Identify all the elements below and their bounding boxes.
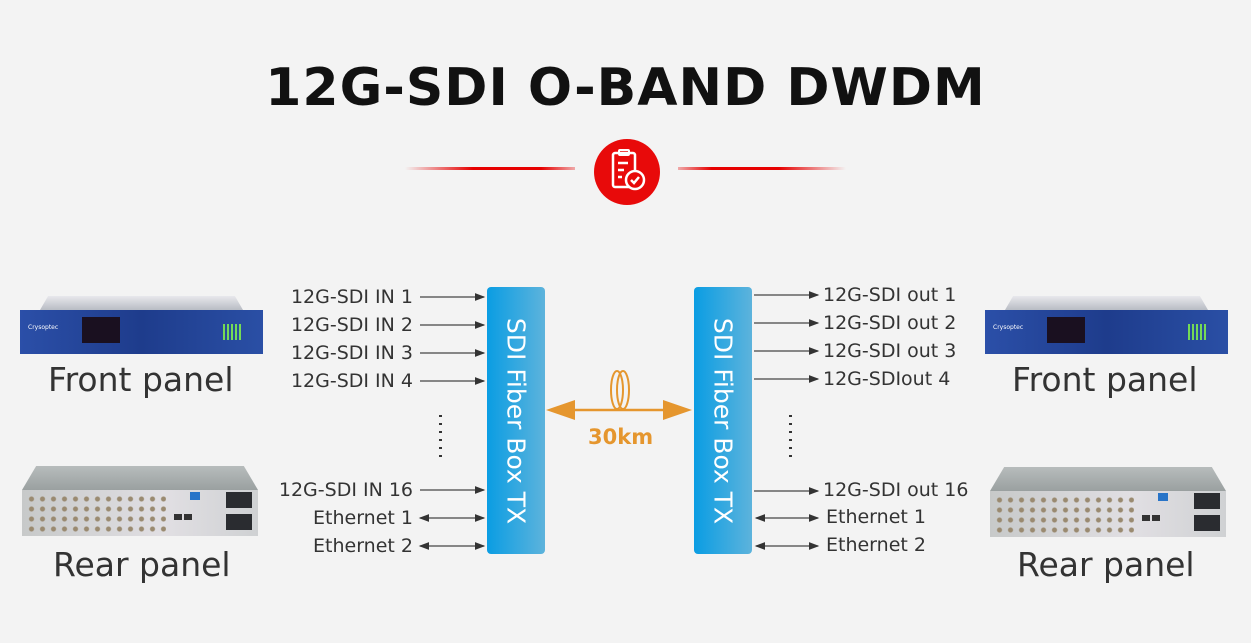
divider-left xyxy=(405,167,575,170)
page-title: 12G-SDI O-BAND DWDM xyxy=(265,58,986,118)
sdi-input-label: 12G-SDI IN 1 xyxy=(290,286,413,308)
ethernet-label: Ethernet 1 xyxy=(826,506,926,528)
tx-fiber-box: SDI Fiber Box TX xyxy=(487,287,545,554)
clipboard-check-icon xyxy=(594,139,660,205)
rear-panel-label: Rear panel xyxy=(53,545,231,584)
sdi-output-label: 12G-SDI out 2 xyxy=(823,312,957,334)
ethernet-label: Ethernet 2 xyxy=(313,535,413,557)
rx-box-label: SDI Fiber Box TX xyxy=(708,317,738,524)
ellipsis-dots xyxy=(789,415,792,461)
sdi-input-label: 12G-SDI IN 2 xyxy=(290,314,413,336)
front-panel-label: Front panel xyxy=(48,360,234,399)
front-panel-device-image: Crysoptec xyxy=(20,296,263,354)
fiber-link xyxy=(546,370,692,420)
sdi-output-label: 12G-SDI out 3 xyxy=(823,340,957,362)
ethernet-label: Ethernet 2 xyxy=(826,534,926,556)
rear-panel-device-image xyxy=(22,466,258,536)
tx-box-label: SDI Fiber Box TX xyxy=(501,317,531,524)
sdi-input-label: 12G-SDI IN 16 xyxy=(278,479,413,501)
sdi-output-label: 12G-SDIout 4 xyxy=(823,368,951,390)
ethernet-label: Ethernet 1 xyxy=(313,507,413,529)
rear-panel-device-image xyxy=(990,467,1226,537)
front-panel-label: Front panel xyxy=(1012,360,1198,399)
front-panel-device-image: Crysoptec xyxy=(985,296,1228,354)
rear-panel-label: Rear panel xyxy=(1017,545,1195,584)
fiber-distance-label: 30km xyxy=(588,425,654,449)
sdi-output-label: 12G-SDI out 16 xyxy=(823,479,969,501)
sdi-input-label: 12G-SDI IN 4 xyxy=(290,370,413,392)
divider-right xyxy=(678,167,846,170)
sdi-output-label: 12G-SDI out 1 xyxy=(823,284,957,306)
sdi-input-label: 12G-SDI IN 3 xyxy=(290,342,413,364)
ellipsis-dots xyxy=(439,415,442,461)
rx-fiber-box: SDI Fiber Box TX xyxy=(694,287,752,554)
